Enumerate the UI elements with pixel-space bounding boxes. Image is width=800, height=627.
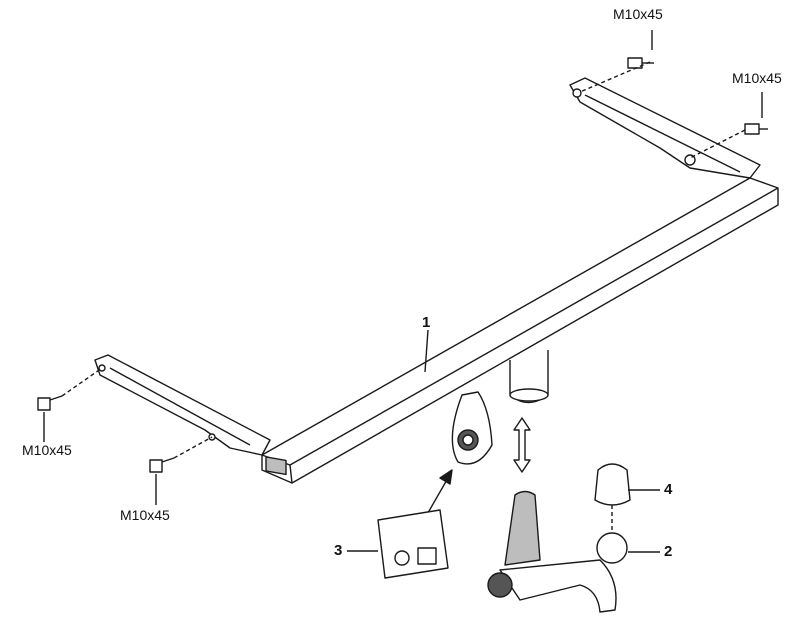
part-number-2: 2 xyxy=(664,543,673,560)
crossbar-beam xyxy=(261,177,779,484)
bolt-icon-right xyxy=(744,123,768,135)
bolt-label-right: M10x45 xyxy=(732,70,782,86)
left-mounting-bracket xyxy=(94,354,271,456)
right-mounting-bracket xyxy=(569,77,761,179)
bolt-label-left: M10x45 xyxy=(22,442,72,458)
bolt-label-top: M10x45 xyxy=(613,6,663,22)
receiver-tube xyxy=(509,350,549,404)
bolt-icon-left xyxy=(37,395,63,411)
bolt-icon-bottom xyxy=(149,457,175,473)
part-number-4: 4 xyxy=(664,481,673,498)
ball-cap xyxy=(594,463,631,506)
part-number-1: 1 xyxy=(422,314,431,331)
bolt-label-bottom: M10x45 xyxy=(120,507,170,523)
socket-plate xyxy=(377,509,449,579)
part-number-3: 3 xyxy=(334,542,343,559)
socket-bracket xyxy=(451,391,493,465)
bolt-dashed-lines xyxy=(61,61,746,459)
insert-direction-arrow xyxy=(513,417,531,473)
leader-lines xyxy=(43,30,763,553)
tow-ball-neck xyxy=(487,490,628,613)
